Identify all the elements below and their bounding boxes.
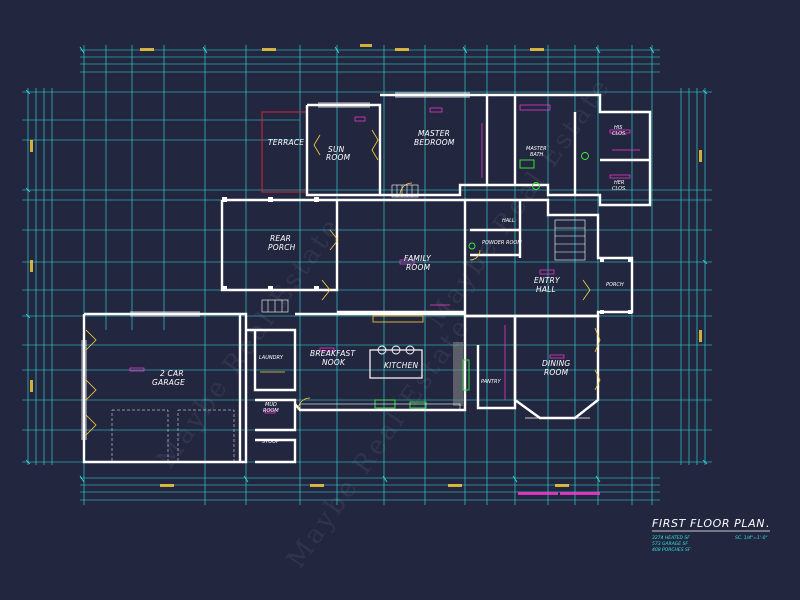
- porch-posts: [222, 197, 632, 314]
- annotation-marks: [129, 104, 640, 414]
- label-dining-room-2: ROOM: [544, 368, 569, 377]
- label-family-room-2: ROOM: [406, 263, 431, 272]
- label-sun-room-2: ROOM: [326, 153, 351, 162]
- label-his-closet-1: HIS: [614, 125, 623, 131]
- label-laundry: LAUNDRY: [259, 355, 284, 361]
- label-powder-room: POWDER ROOM: [482, 240, 522, 246]
- label-his-closet-2: CLOS.: [612, 131, 627, 137]
- stairs-and-fireplace: [261, 184, 586, 313]
- area-garage: 573 GARAGE SF: [652, 541, 688, 547]
- label-mud-room-2: ROOM: [263, 408, 279, 414]
- label-rear-porch-2: PORCH: [268, 243, 296, 252]
- area-heated: 3274 HEATED SF: [652, 535, 690, 541]
- label-stoop: STOOP: [262, 439, 279, 445]
- label-master-bath-1: MASTER: [526, 146, 547, 152]
- label-kitchen: KITCHEN: [384, 361, 419, 370]
- label-garage-2: GARAGE: [152, 378, 185, 387]
- label-breakfast-nook-2: NOOK: [322, 358, 346, 367]
- label-pantry: PANTRY: [481, 379, 501, 385]
- dimension-numbers: [30, 44, 702, 495]
- label-entry-hall-1: ENTRY: [534, 276, 561, 285]
- label-mud-room-1: MUD: [265, 402, 277, 408]
- label-breakfast-nook-1: BREAKFAST: [310, 349, 357, 358]
- label-her-closet-1: HER: [614, 180, 624, 186]
- garage-doors: [111, 409, 235, 463]
- label-entry-hall-2: HALL: [536, 285, 556, 294]
- dimension-ticks: [25, 46, 708, 483]
- label-master-bath-2: BATH: [530, 152, 544, 158]
- svg-text:.: .: [766, 517, 770, 530]
- label-master-bedroom-1: MASTER: [418, 129, 450, 138]
- title-block: FIRST FLOOR PLAN . 3274 HEATED SF 573 GA…: [652, 517, 770, 553]
- windows: [81, 92, 590, 440]
- label-her-closet-2: CLOS.: [612, 186, 627, 192]
- label-master-bedroom-2: BEDROOM: [414, 138, 455, 147]
- label-garage-1: 2 CAR: [160, 369, 184, 378]
- label-family-room-1: FAMILY: [404, 254, 432, 263]
- walls: [82, 93, 652, 464]
- kitchen-fixtures: [299, 315, 463, 411]
- area-porches: 408 PORCHES SF: [652, 547, 691, 553]
- label-hall: HALL: [502, 218, 515, 224]
- plan-title: FIRST FLOOR PLAN: [652, 517, 765, 530]
- door-swings: [85, 129, 601, 436]
- label-terrace: TERRACE: [268, 138, 304, 147]
- label-rear-porch-1: REAR: [270, 234, 291, 243]
- room-labels: TERRACE SUN ROOM MASTER BEDROOM MASTER B…: [152, 125, 627, 445]
- label-sun-room-1: SUN: [328, 145, 345, 154]
- svg-text:Maybe Real Estate: Maybe Real Estate: [151, 212, 347, 474]
- plan-scale: SC. 1/4"=1'-0": [735, 535, 768, 541]
- label-porch: PORCH: [606, 282, 624, 288]
- label-dining-room-1: DINING: [542, 359, 570, 368]
